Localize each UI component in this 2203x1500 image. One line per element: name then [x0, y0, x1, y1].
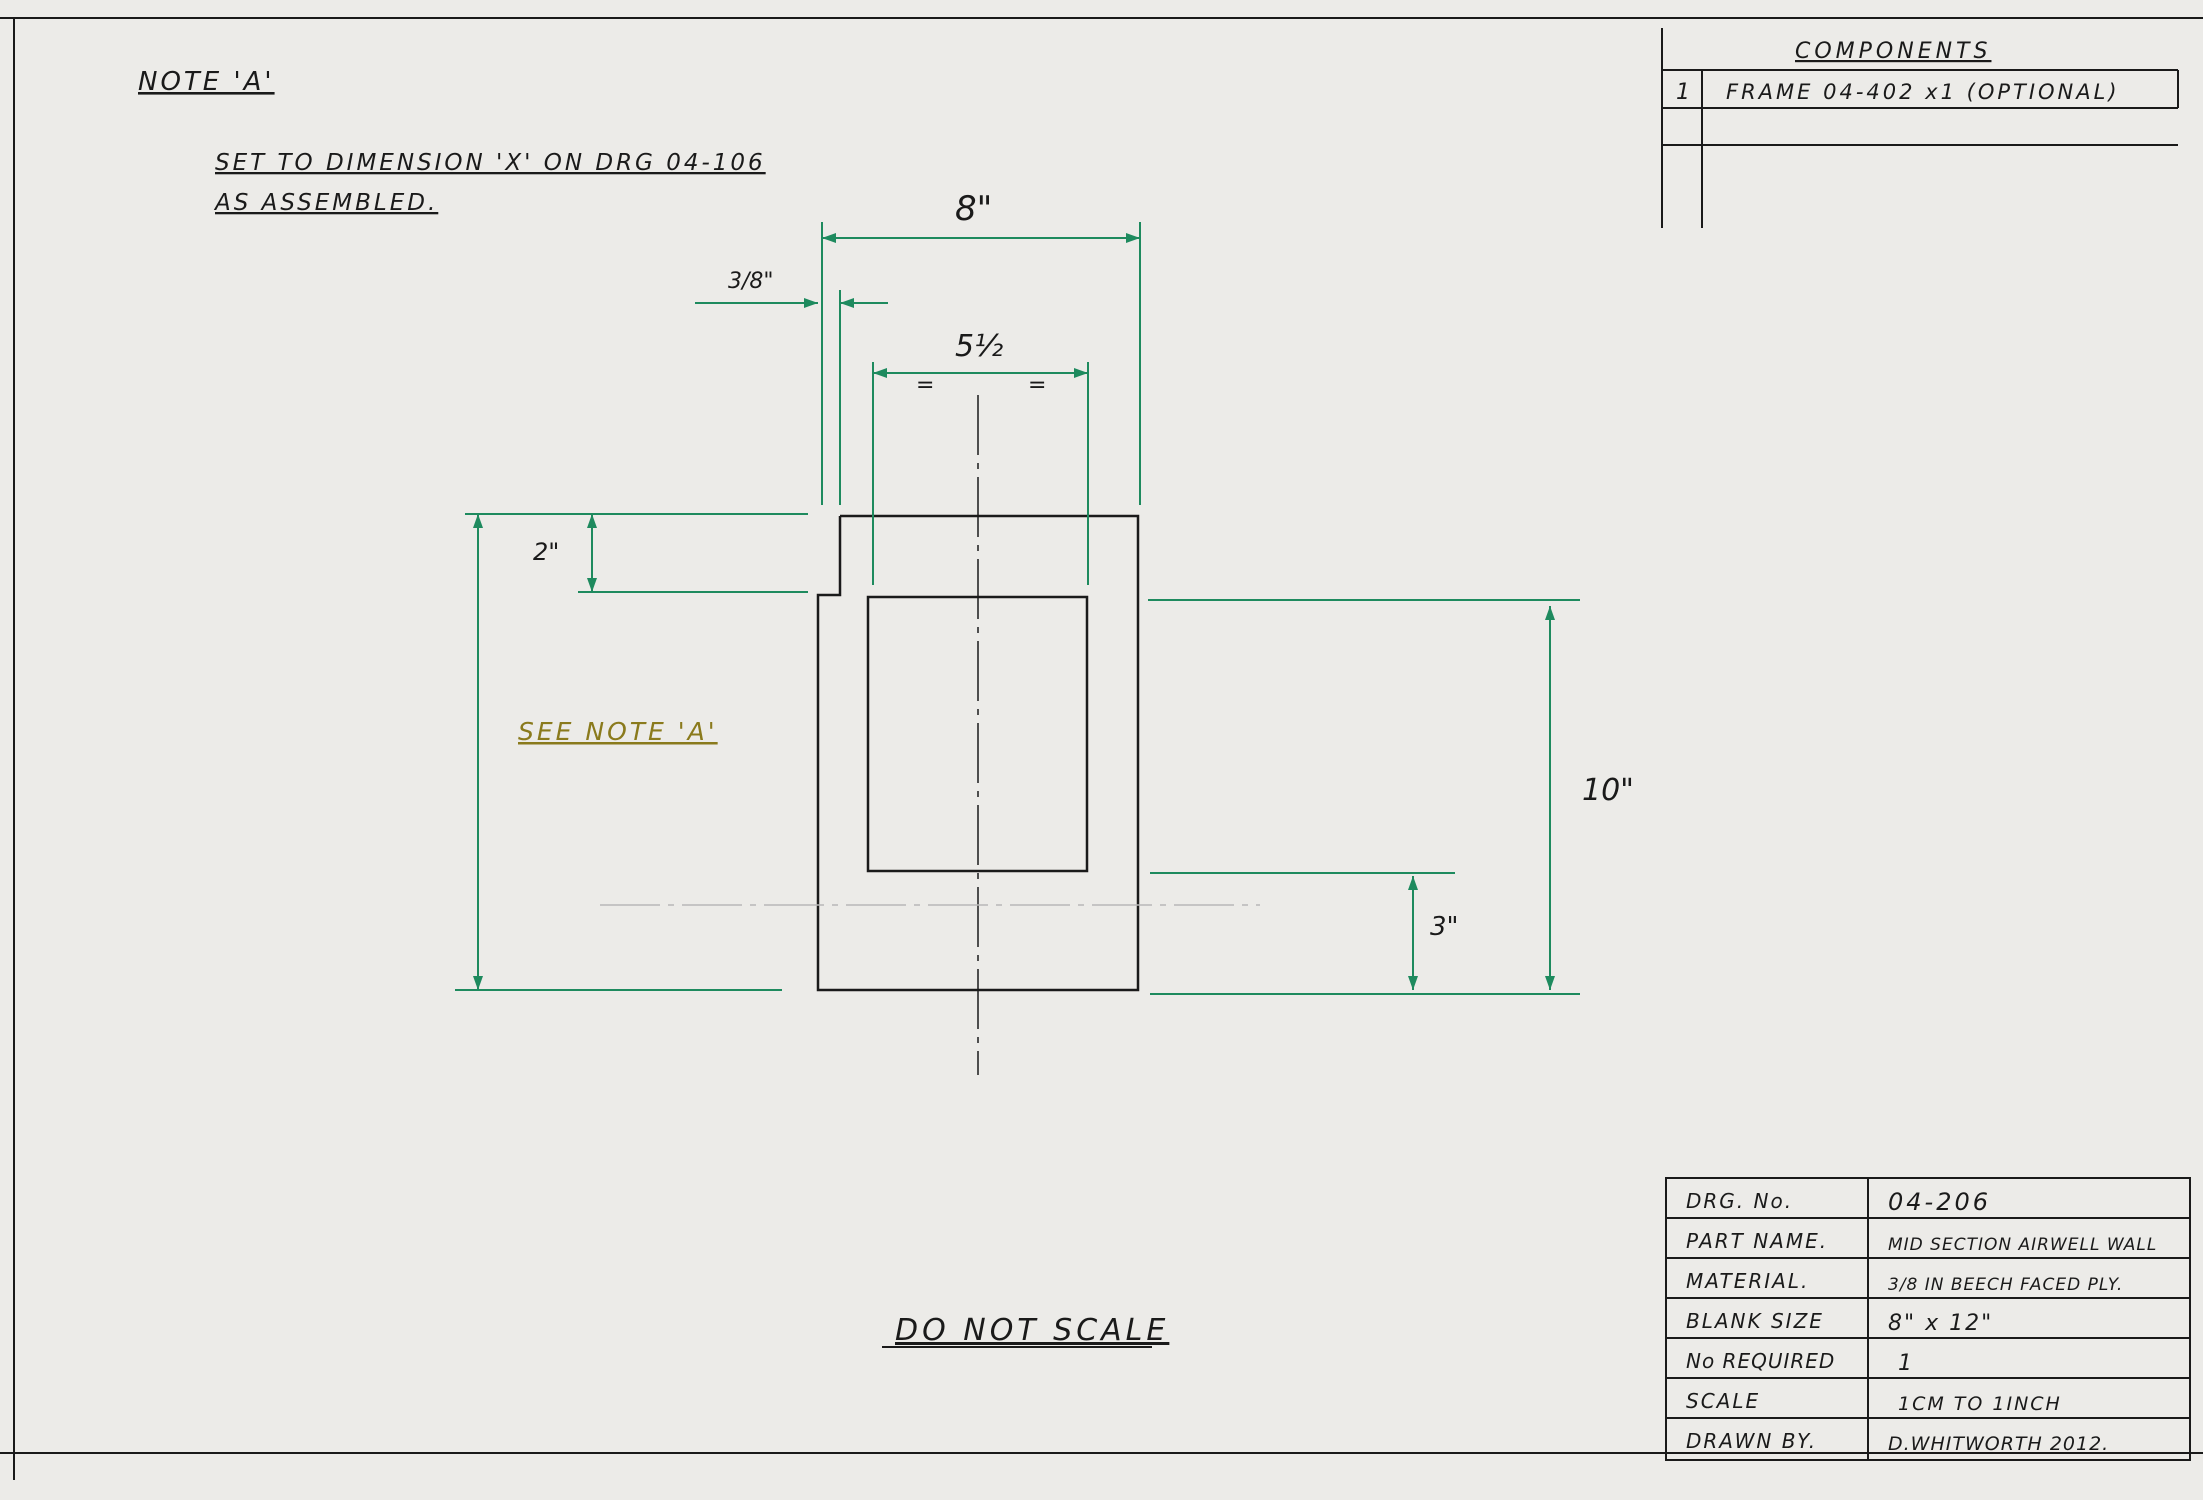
components-table	[1661, 28, 2179, 228]
dim-offset: 3/8"	[728, 269, 774, 294]
center-lines	[600, 395, 1260, 1075]
dim-top-step: 2"	[533, 538, 559, 566]
title-block	[1665, 1177, 2191, 1461]
tb-value-part-name: MID SECTION AIRWELL WALL	[1888, 1235, 2157, 1255]
tb-label-material: MATERIAL.	[1686, 1269, 1809, 1293]
tb-label-drawn-by: DRAWN BY.	[1686, 1429, 1817, 1453]
tb-label-drg-no: DRG. No.	[1686, 1189, 1793, 1213]
note-title: NOTE 'A'	[138, 67, 275, 97]
do-not-scale: DO NOT SCALE	[895, 1313, 1169, 1348]
tb-label-no-required: No REQUIRED	[1686, 1349, 1835, 1373]
note-line-2: AS ASSEMBLED.	[213, 190, 438, 216]
equal-mark-right: =	[1028, 373, 1046, 398]
tb-value-scale: 1CM TO 1INCH	[1898, 1393, 2062, 1415]
dim-overall-width: 8"	[955, 189, 992, 229]
component-row-desc: FRAME 04-402 x1 (OPTIONAL)	[1726, 80, 2120, 104]
tb-value-no-required: 1	[1898, 1351, 1912, 1376]
see-note-label: SEE NOTE 'A'	[518, 717, 718, 746]
tb-label-blank-size: BLANK SIZE	[1686, 1309, 1824, 1333]
tb-value-drg-no: 04-206	[1888, 1188, 1991, 1216]
note-line-1: SET TO DIMENSION 'X' ON DRG 04-106	[215, 150, 766, 176]
component-row-number: 1	[1676, 80, 1690, 105]
dim-bottom: 3"	[1430, 912, 1459, 942]
sheet-border	[0, 17, 2203, 1480]
tb-label-part-name: PART NAME.	[1686, 1229, 1828, 1253]
dimension-lines	[455, 222, 1580, 995]
tb-label-scale: SCALE	[1686, 1389, 1760, 1413]
components-header: COMPONENTS	[1795, 39, 1991, 64]
equal-mark-left: =	[916, 373, 934, 398]
tb-value-material: 3/8 IN BEECH FACED PLY.	[1888, 1275, 2123, 1295]
dimension-arrowheads	[473, 233, 1555, 990]
dim-opening-width: 5½	[955, 329, 1003, 364]
dim-height: 10"	[1582, 773, 1634, 808]
tb-value-drawn-by: D.WHITWORTH 2012.	[1888, 1433, 2109, 1455]
tb-value-blank-size: 8" x 12"	[1888, 1311, 1993, 1336]
